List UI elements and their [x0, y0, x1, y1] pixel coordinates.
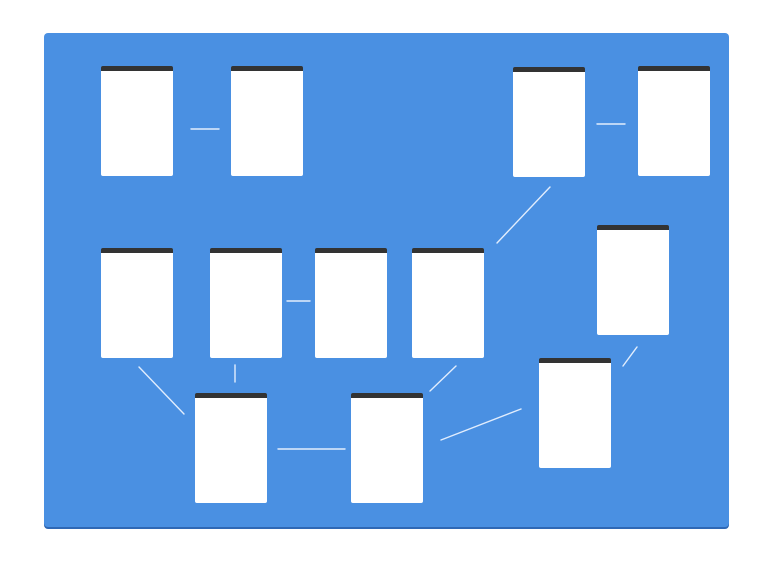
- card-9[interactable]: [597, 225, 669, 335]
- card-2[interactable]: [231, 66, 303, 176]
- card-7[interactable]: [315, 248, 387, 358]
- card-4[interactable]: [638, 66, 710, 176]
- card-11[interactable]: [351, 393, 423, 503]
- card-10[interactable]: [195, 393, 267, 503]
- card-6[interactable]: [210, 248, 282, 358]
- card-8[interactable]: [412, 248, 484, 358]
- card-12[interactable]: [539, 358, 611, 468]
- card-1[interactable]: [101, 66, 173, 176]
- card-3[interactable]: [513, 67, 585, 177]
- card-5[interactable]: [101, 248, 173, 358]
